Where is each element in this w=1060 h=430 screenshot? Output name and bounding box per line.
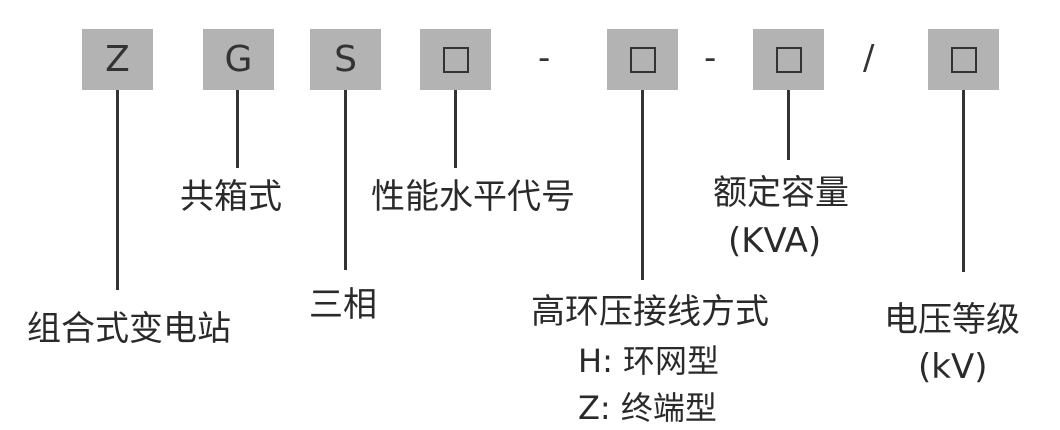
label-hv-wiring: 高环压接线方式: [531, 292, 769, 332]
leader-line-s: [344, 90, 347, 270]
label-voltage-level: 电压等级: [884, 300, 1020, 340]
leader-line-performance: [454, 90, 457, 168]
label-rated-capacity-unit: (KVA): [728, 221, 822, 261]
code-letter-g: G: [224, 38, 253, 80]
code-letter-z: Z: [105, 38, 130, 80]
label-common-tank: 共箱式: [180, 177, 282, 217]
label-hv-option-z: Z: 终端型: [578, 389, 717, 427]
code-box-performance: [420, 29, 491, 90]
label-hv-option-h: H: 环网型: [578, 342, 720, 380]
code-box-g: G: [203, 29, 274, 90]
leader-line-wiring: [641, 90, 644, 280]
label-combined-substation: 组合式变电站: [27, 309, 231, 349]
code-box-s: S: [310, 29, 381, 90]
placeholder-square-icon: [950, 46, 977, 73]
code-box-z: Z: [82, 29, 153, 90]
separator-slash: /: [863, 38, 875, 78]
code-box-capacity: [753, 29, 824, 90]
leader-line-g: [236, 90, 239, 168]
label-rated-capacity: 额定容量: [713, 173, 849, 213]
leader-line-voltage: [962, 90, 965, 272]
placeholder-square-icon: [442, 46, 469, 73]
separator-dash-1: -: [538, 38, 551, 78]
code-box-wiring: [607, 29, 678, 90]
label-voltage-unit: (kV): [918, 347, 988, 387]
separator-dash-2: -: [704, 38, 717, 78]
placeholder-square-icon: [775, 46, 802, 73]
code-letter-s: S: [334, 38, 357, 80]
label-performance-code: 性能水平代号: [371, 177, 575, 217]
leader-line-capacity: [787, 90, 790, 160]
placeholder-square-icon: [629, 46, 656, 73]
label-three-phase: 三相: [309, 285, 377, 325]
leader-line-z: [116, 90, 119, 290]
code-box-voltage: [928, 29, 999, 90]
